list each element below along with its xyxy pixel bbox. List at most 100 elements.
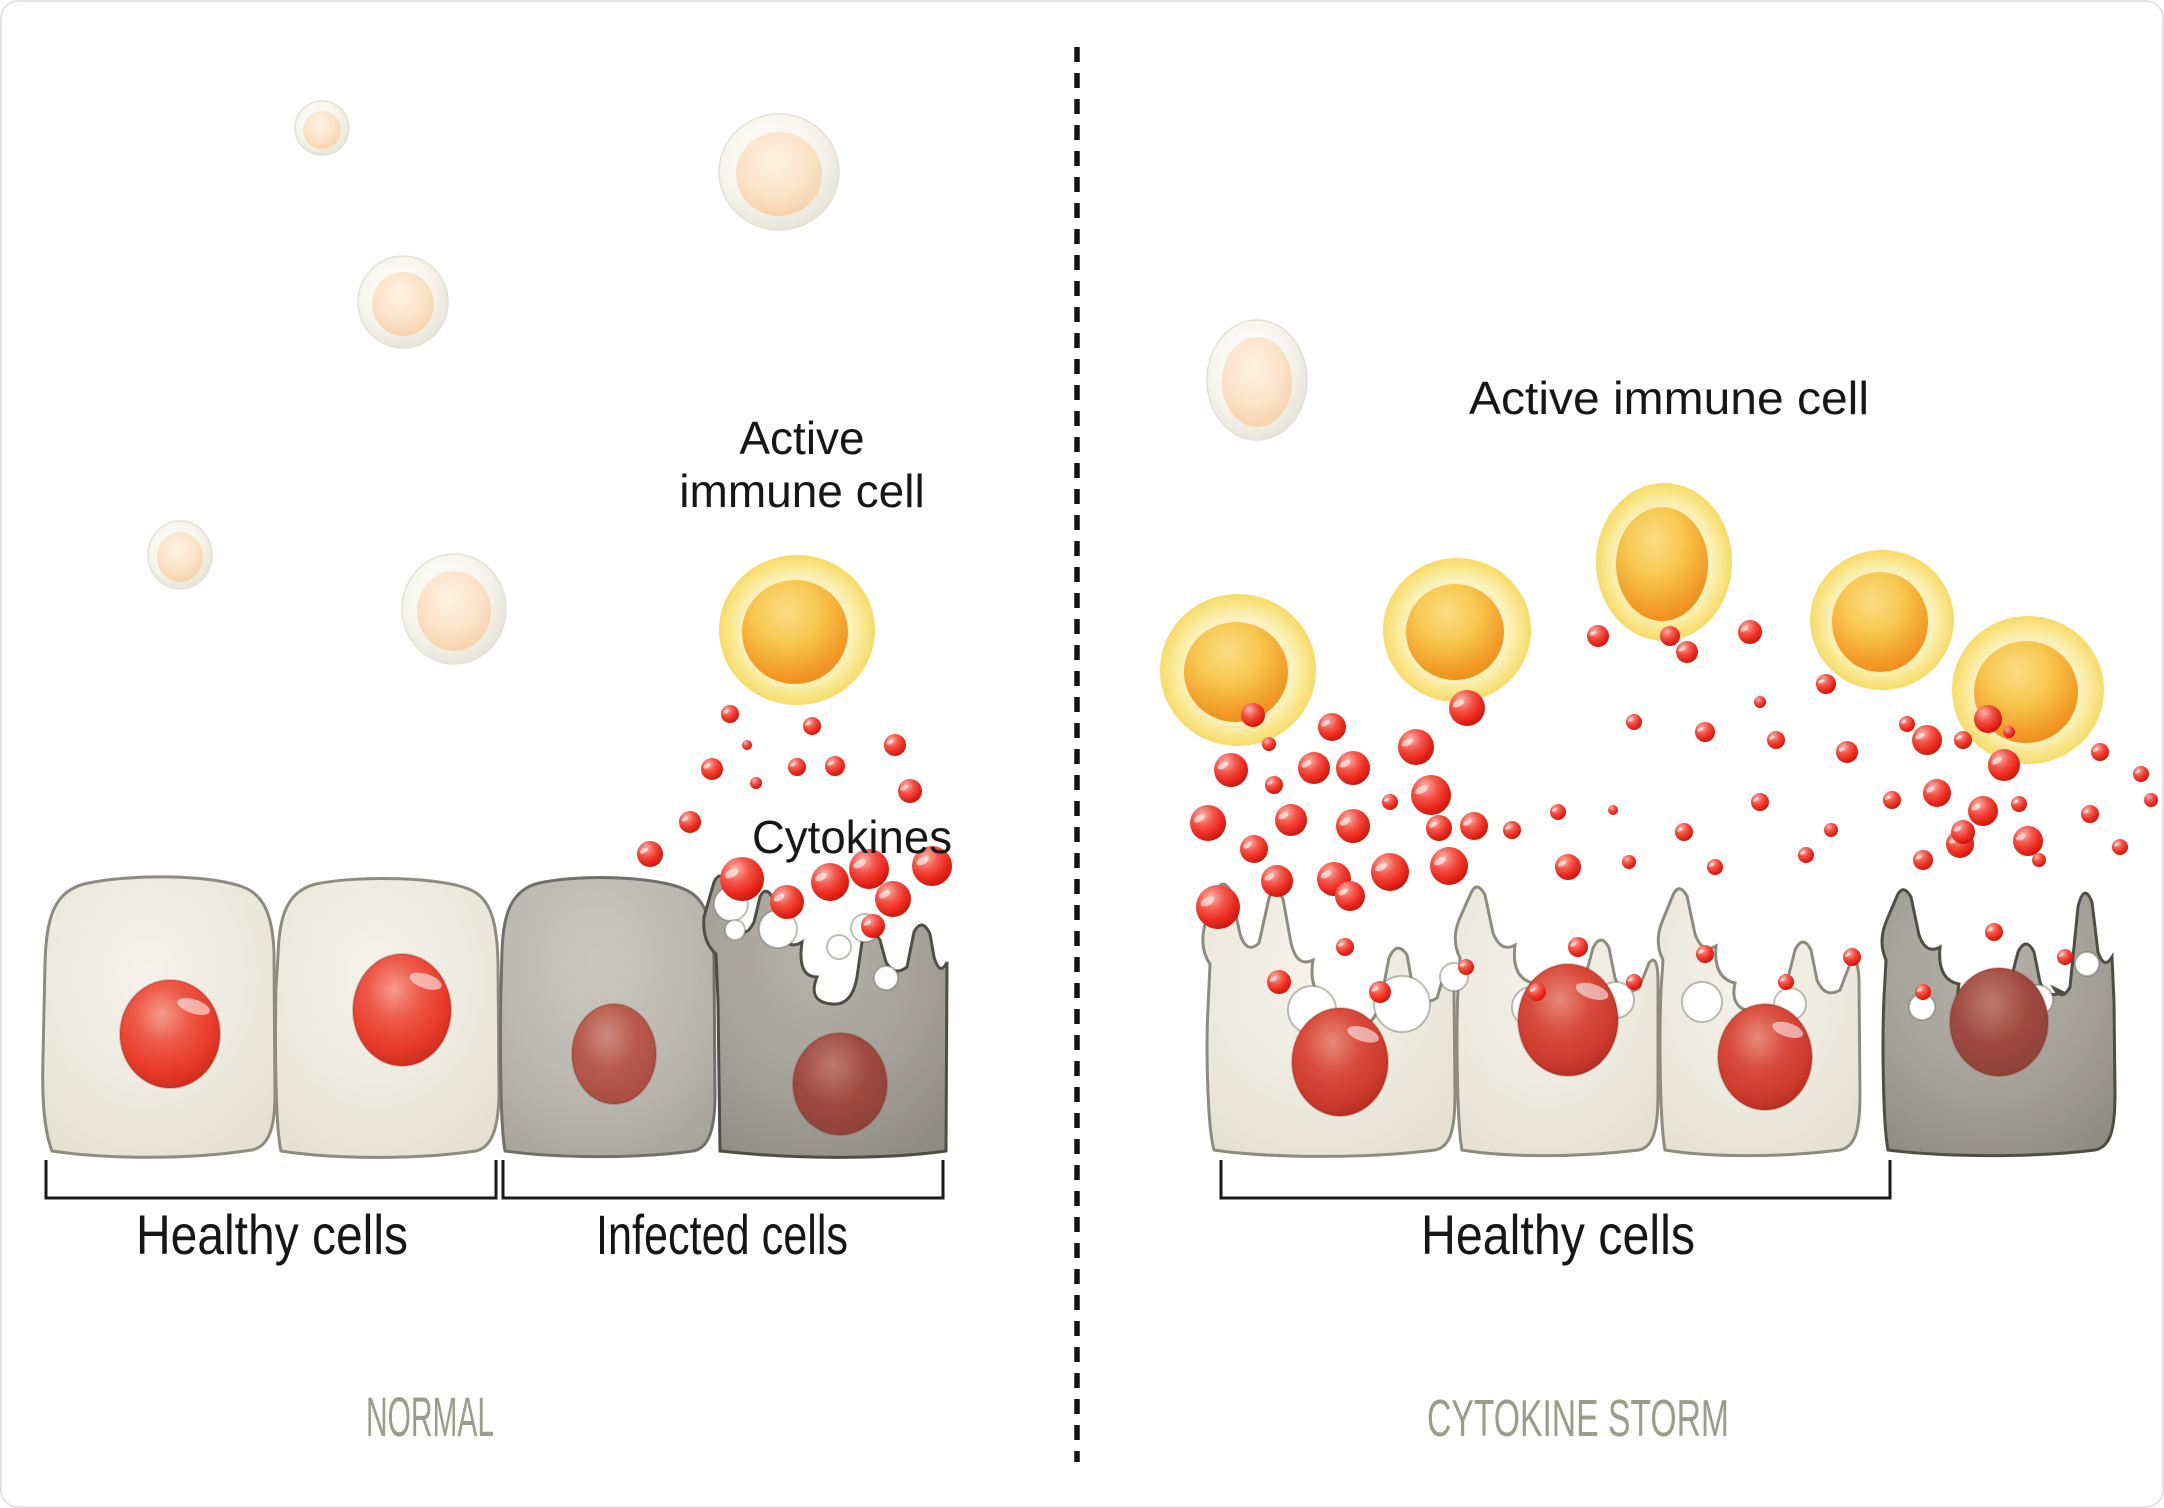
cytokine-dot — [1754, 696, 1766, 708]
cytokine-dot — [1568, 937, 1588, 957]
cytokine-dot — [1298, 752, 1330, 784]
cytokine-dot — [1555, 854, 1581, 880]
cytokine-gloss — [724, 868, 739, 879]
healthy-cells-label: Healthy cells — [136, 1203, 408, 1266]
cytokine-gloss — [2113, 843, 2119, 847]
cytokine-gloss — [1752, 797, 1759, 802]
normal-inactive-immune-cells — [147, 100, 840, 665]
cytokine-dot — [1696, 945, 1714, 963]
cytokine-gloss — [2134, 770, 2140, 774]
cytokine-dot — [1915, 984, 1931, 1000]
cytokine-dot — [721, 705, 739, 723]
cytokine-dot — [1550, 804, 1566, 820]
cytokine-dot — [1369, 981, 1391, 1003]
cytokine-dot — [1335, 881, 1365, 911]
active-immune-cell — [719, 555, 875, 705]
cytokine-dot — [2013, 826, 2043, 856]
cytokine-dot — [825, 756, 845, 776]
nucleus-gloss — [1347, 1025, 1379, 1043]
cytokine-gloss — [1900, 720, 1906, 724]
cytokine-gloss — [1459, 963, 1465, 967]
cytokine-dot — [884, 734, 906, 756]
healthy-cells-label: Healthy cells — [1421, 1203, 1695, 1266]
cytokine-dot — [1336, 938, 1354, 956]
cytokine-dot — [1912, 725, 1942, 755]
cytokine-dot — [1449, 690, 1485, 726]
cytokine-dot — [750, 777, 762, 789]
cytokine-gloss — [1627, 718, 1633, 722]
cytokine-dot — [1968, 796, 1998, 826]
cytokine-dot — [2003, 726, 2015, 738]
inactive-cell-core — [372, 272, 434, 336]
cell-nucleus — [352, 953, 452, 1067]
cytokine-dot — [1426, 815, 1452, 841]
storm-active-immune-cells — [1160, 483, 2104, 764]
cytokine-dot — [1336, 809, 1370, 843]
cytokine-gloss — [2082, 809, 2089, 814]
cytokine-gloss — [1452, 699, 1465, 708]
inactive-cell-core — [157, 532, 203, 582]
cytokine-dot — [849, 849, 889, 889]
cytokine-dot — [1318, 713, 1346, 741]
active-immune-cell — [1160, 594, 1316, 746]
cytokine-gloss — [1266, 780, 1273, 785]
cytokine-gloss — [1986, 927, 1993, 932]
cytokine-gloss — [1838, 746, 1846, 752]
inactive-cell-core — [1222, 337, 1292, 427]
cytokine-gloss — [1740, 626, 1749, 632]
cytokine-dot — [1458, 959, 1474, 975]
cytokine-dot — [1988, 749, 2020, 781]
cytokine-gloss — [1818, 679, 1825, 684]
cytokine-gloss — [1915, 855, 1922, 860]
released-cytokine — [1241, 703, 1265, 727]
cytokine-gloss — [639, 847, 648, 854]
cell-nucleus — [119, 979, 221, 1089]
cytokine-dot — [803, 717, 821, 735]
active-immune-cell — [1383, 558, 1531, 702]
cytokine-gloss — [1434, 856, 1446, 866]
cytokine-dot — [1676, 641, 1698, 663]
cell-nucleus — [1717, 1003, 1813, 1111]
inactive-cell-core — [417, 571, 491, 651]
nucleus-gloss — [409, 972, 442, 990]
cytokine-storm-panel-title: CYTOKINE STORM — [1427, 1390, 1729, 1448]
cell-nucleus — [1291, 1007, 1389, 1117]
cytokine-gloss — [1301, 760, 1312, 768]
cytokine-dot — [1883, 791, 1901, 809]
cytokine-gloss — [1428, 821, 1437, 828]
normal-cytokines — [637, 705, 952, 938]
membrane-hole — [826, 934, 852, 960]
active-immune-cell-label: Active immune cell — [1469, 372, 1869, 424]
cytokine-dot — [1267, 970, 1291, 994]
cytokine-dot — [1382, 794, 1398, 810]
cytokine-gloss — [1193, 814, 1206, 823]
cytokine-dot — [679, 811, 701, 833]
active-immune-cell — [1810, 550, 1954, 690]
cytokine-gloss — [1991, 757, 2002, 765]
cytokine-gloss — [1339, 817, 1351, 826]
active-cell-core — [1832, 572, 1928, 672]
cytokine-dot — [1190, 805, 1226, 841]
cytokine-gloss — [1627, 978, 1633, 982]
cytokine-gloss — [1504, 825, 1511, 830]
cytokine-gloss — [1375, 862, 1387, 872]
cytokine-dot — [1675, 823, 1693, 841]
cytokine-gloss — [1557, 860, 1566, 867]
normal-panel-title: NORMAL — [366, 1385, 494, 1448]
cytokine-dot — [1214, 753, 1248, 787]
cytokine-gloss — [853, 859, 866, 869]
cytokine-dot — [2057, 949, 2073, 965]
cytokine-dot — [1843, 948, 1861, 966]
cytokine-dot — [1262, 737, 1276, 751]
cytokine-dot — [1265, 776, 1283, 794]
cytokine-gloss — [1779, 978, 1785, 982]
cytokine-gloss — [1676, 827, 1683, 832]
infected-cells-label: Infected cells — [596, 1203, 848, 1266]
cell-nucleus — [1517, 963, 1619, 1077]
cytokine-gloss — [1971, 803, 1981, 811]
cytokine-gloss — [1925, 786, 1935, 793]
cytokine-dot — [1398, 729, 1434, 765]
active-cell-core — [1616, 507, 1708, 621]
